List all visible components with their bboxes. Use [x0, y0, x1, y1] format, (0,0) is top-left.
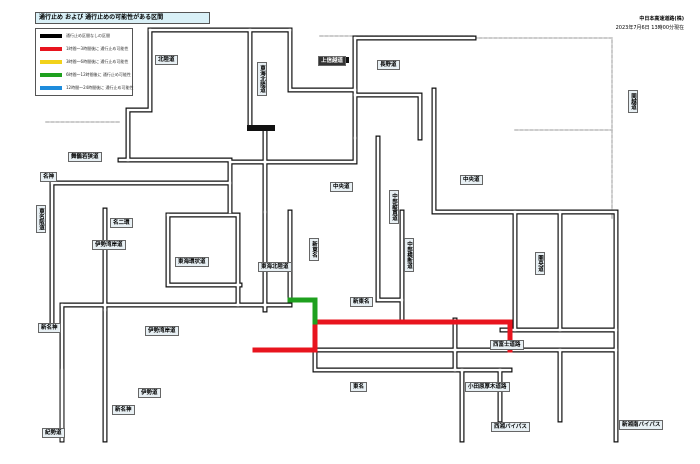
status-timestamp: 2023年7月6日 13時00分現在 — [615, 25, 684, 31]
road-label: 東名 — [350, 382, 368, 392]
road-label: 名二環 — [110, 218, 133, 228]
road-label: 新東名 — [309, 238, 319, 261]
road-label: 中部横断道 — [404, 238, 414, 272]
road-label: 新名神 — [38, 323, 61, 333]
road-label: 新東名 — [350, 297, 373, 307]
legend-swatch-black — [40, 34, 62, 38]
road-label: 東海環状道 — [175, 257, 209, 267]
legend-item-red: 1時間～3時間後に 通行止め可能性 — [40, 45, 130, 53]
road-label: 舞鶴若狭道 — [68, 152, 102, 162]
legend-label: 1時間～3時間後に 通行止め可能性 — [66, 46, 129, 51]
legend-item-green: 6時間～12時間後に 通行止め可能性 — [40, 71, 131, 79]
legend-item-yellow: 3時間～6時間後に 通行止め可能性 — [40, 58, 130, 66]
road-label: 上信越道 — [318, 56, 347, 66]
legend-item-blue: 12時間～24時間後に 通行止め可能性 — [40, 84, 134, 92]
road-label: 東名阪道 — [36, 205, 46, 233]
road-hokuriku — [125, 27, 153, 163]
road-label: 小田原厚木道路 — [465, 382, 510, 392]
road-label: 東海北陸道 — [258, 262, 292, 272]
road-label: 伊勢湾岸道 — [92, 240, 126, 250]
map-title: 通行止め および 通行止めの可能性がある区間 — [35, 12, 210, 24]
road-label: 新名神 — [112, 405, 135, 415]
legend-swatch-red — [40, 47, 62, 51]
road-tokai-kanjo — [165, 212, 243, 288]
legend-item-open: 通行止め区間なしの区間 — [40, 32, 130, 40]
road-chuo — [227, 135, 358, 215]
legend-label: 3時間～6時間後に 通行止め可能性 — [66, 59, 129, 64]
road-label: 東海北陸道 — [257, 62, 267, 96]
road-label: 西湘バイパス — [491, 422, 530, 432]
road-label: 西富士道路 — [490, 340, 524, 350]
road-nagano — [352, 92, 423, 141]
road-label: 新湘南バイパス — [619, 420, 664, 430]
road-label: 名神 — [40, 172, 58, 182]
organization-name: 中日本高速道路(株) — [639, 16, 684, 22]
legend-swatch-green — [40, 73, 62, 77]
road-chuo — [431, 87, 617, 215]
road-label: 伊勢湾岸道 — [145, 326, 179, 336]
legend-label: 6時間～12時間後に 通行止め可能性 — [66, 72, 131, 77]
caution-segment-shin-tomei — [287, 297, 318, 325]
road-label: 北陸道 — [155, 55, 178, 65]
road-label: 中部縦貫道 — [389, 190, 399, 224]
road-label: 中央道 — [330, 182, 353, 192]
road-label: 圏央道 — [535, 252, 545, 275]
legend-swatch-blue — [40, 86, 62, 90]
legend-label: 12時間～24時間後に 通行止め可能性 — [66, 85, 134, 90]
road-connector-northeast — [473, 37, 613, 221]
legend-label: 通行止め区間なしの区間 — [66, 33, 110, 38]
legend-swatch-yellow — [40, 60, 62, 64]
road-label: 長野道 — [377, 60, 400, 70]
road-label: 中央道 — [460, 175, 483, 185]
road-label: 紀勢道 — [42, 428, 65, 438]
legend: 通行止め区間なしの区間 1時間～3時間後に 通行止め可能性 3時間～6時間後に … — [35, 28, 133, 96]
road-label: 関越道 — [628, 90, 638, 113]
closure-segment-tomei — [252, 319, 513, 353]
road-label: 伊勢道 — [138, 388, 161, 398]
road-shin-tomei — [312, 297, 513, 373]
